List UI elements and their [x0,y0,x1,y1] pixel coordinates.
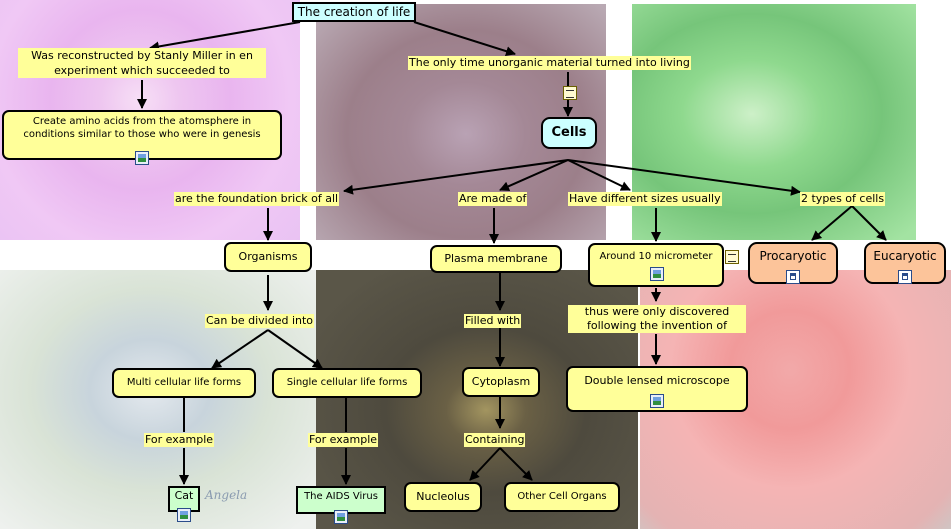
concept-organisms[interactable]: Organisms [224,242,312,272]
concept-cat-text: Cat [174,489,194,502]
concept-single-cellular[interactable]: Single cellular life forms [272,368,422,398]
concept-multi-cellular[interactable]: Multi cellular life forms [112,368,256,398]
network-icon[interactable] [898,270,912,284]
note-icon[interactable] [725,250,739,264]
concept-around-text: Around 10 micrometer [599,251,713,262]
link-types-eucaryotic [851,205,887,241]
link-root-miller [149,21,301,52]
link-cells-foundation [343,159,569,195]
concept-nucleolus[interactable]: Nucleolus [404,482,482,512]
concept-microscope-text: Double lensed microscope [584,374,730,387]
link-label-sizes[interactable]: Have different sizes usually [568,192,722,206]
concept-procaryotic-text: Procaryotic [759,249,827,263]
concept-cells[interactable]: Cells [541,117,597,149]
image-icon[interactable] [650,394,664,408]
concept-amino-acids-text: Create amino acids from the atomsphere i… [23,116,261,140]
concept-other-cell-organs[interactable]: Other Cell Organs [504,482,620,512]
image-icon[interactable] [177,508,191,522]
link-divided-single [267,329,323,369]
image-icon[interactable] [334,510,348,524]
link-label-made-of[interactable]: Are made of [458,192,528,206]
link-cells-madeof [499,159,569,191]
link-label-unorganic[interactable]: The only time unorganic material turned … [408,56,691,70]
watermark-signature: Angela [205,488,248,502]
link-label-types[interactable]: 2 types of cells [800,192,886,206]
concept-cat[interactable]: Cat [168,486,200,512]
concept-cytoplasm[interactable]: Cytoplasm [462,367,540,397]
link-containing-nucleolus [469,447,501,481]
concept-eucaryotic[interactable]: Eucaryotic [864,242,946,284]
link-divided-multi [211,329,269,369]
link-label-containing[interactable]: Containing [464,433,526,447]
link-types-procaryotic [811,205,853,241]
link-label-foundation[interactable]: are the foundation brick of all [174,192,340,206]
link-cells-sizes [567,159,631,191]
concept-eucaryotic-text: Eucaryotic [873,249,937,263]
link-cells-types [567,159,801,196]
link-label-example-1[interactable]: For example [144,433,215,447]
concept-root[interactable]: The creation of life [292,2,416,22]
link-containing-organs [499,447,533,481]
concept-plasma-membrane[interactable]: Plasma membrane [430,245,562,273]
link-root-unorganic [413,21,516,57]
link-label-discovered[interactable]: thus were only discovered following the … [568,305,746,333]
link-label-divided[interactable]: Can be divided into [205,314,315,328]
link-label-miller[interactable]: Was reconstructed by Stanly Miller in en… [18,48,266,78]
background-image-gray-cells [0,270,316,529]
note-icon[interactable] [563,86,577,100]
concept-aids-text: The AIDS Virus [304,491,378,502]
link-label-example-2[interactable]: For example [308,433,379,447]
image-icon[interactable] [135,151,149,165]
link-label-filled[interactable]: Filled with [464,314,522,328]
network-icon[interactable] [786,270,800,284]
image-icon[interactable] [650,267,664,281]
